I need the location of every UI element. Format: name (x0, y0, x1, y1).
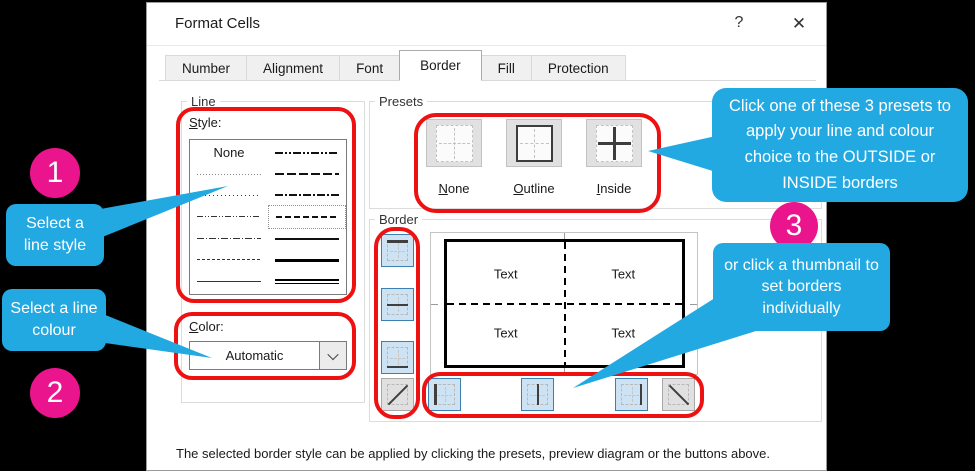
line-style-option-bold-long-dash[interactable] (268, 163, 346, 184)
preset-none-button[interactable] (426, 119, 482, 167)
line-style-option-dashed[interactable] (190, 249, 268, 270)
preset-none-label: None (438, 181, 470, 196)
line-colour-callout: Select a line colour (2, 289, 106, 351)
preview-text-bottom-left: Text (493, 325, 518, 341)
line-group-box (181, 101, 365, 403)
inner-horizontal-border-icon (387, 294, 408, 315)
diagonal-up-border-button[interactable] (381, 378, 414, 411)
tab-fill[interactable]: Fill (480, 55, 532, 81)
color-label: Color: (189, 319, 224, 334)
inner-horizontal-border-button[interactable] (381, 288, 414, 321)
inner-vertical-border-icon (527, 384, 548, 405)
line-style-option-bold-dash-dot-dot[interactable] (268, 142, 346, 163)
preset-inside-label: Inside (596, 181, 632, 196)
inner-vertical-border-button[interactable] (521, 378, 554, 411)
presets-group-label: Presets (375, 94, 428, 109)
color-dropdown[interactable]: Automatic (189, 341, 347, 370)
diagonal-up-border-icon (387, 384, 408, 405)
line-style-option-dotted[interactable] (190, 185, 268, 206)
preview-text-top-left: Text (493, 266, 518, 282)
preset-inside-icon (595, 124, 633, 162)
preset-outline-button[interactable] (506, 119, 562, 167)
style-column-right (268, 142, 346, 292)
right-border-icon (621, 384, 642, 405)
line-style-option-medium-dashed-selected[interactable] (268, 205, 346, 229)
tab-alignment[interactable]: Alignment (246, 55, 341, 81)
preview-text-top-right: Text (611, 266, 636, 282)
right-border-button[interactable] (615, 378, 648, 411)
tab-number[interactable]: Number (165, 55, 248, 81)
preview-tick-left (431, 303, 438, 305)
line-group-label: Line (187, 94, 220, 109)
preset-inside-button[interactable] (586, 119, 642, 167)
preview-cell-box[interactable]: Text Text Text Text (444, 239, 685, 368)
border-group-label: Border (375, 212, 423, 227)
line-style-option-none[interactable]: None (213, 145, 245, 161)
left-border-icon (434, 384, 455, 405)
help-icon[interactable]: ? (734, 14, 744, 31)
preview-inner-horizontal-line (447, 302, 682, 305)
step-2-badge: 2 (30, 368, 80, 418)
tab-font[interactable]: Font (339, 55, 401, 81)
tab-strip: Number Alignment Font Border Fill Protec… (165, 50, 626, 81)
dialog-title: Format Cells (175, 15, 261, 32)
line-style-option-dash-dot-dot[interactable] (190, 206, 268, 227)
tab-border[interactable]: Border (399, 50, 482, 81)
preview-tick-top (564, 233, 565, 239)
dropdown-arrow-button[interactable] (319, 342, 346, 369)
line-style-listbox[interactable]: None (189, 139, 347, 295)
preset-outline-icon (515, 124, 553, 162)
line-style-option-solid-thick[interactable] (268, 250, 346, 271)
presets-callout: Click one of these 3 presets to apply yo… (712, 88, 968, 202)
top-border-button[interactable] (381, 234, 414, 267)
line-style-option-solid-medium[interactable] (268, 229, 346, 250)
bottom-border-button[interactable] (381, 341, 414, 374)
close-icon[interactable]: ✕ (791, 14, 807, 33)
format-cells-dialog: Format Cells ? ✕ Number Alignment Font B… (146, 2, 827, 471)
titlebar-divider (147, 45, 826, 46)
style-column-left: None (190, 142, 268, 292)
footer-hint-text: The selected border style can be applied… (176, 446, 771, 461)
preview-tick-bottom (564, 368, 565, 374)
tab-protection[interactable]: Protection (530, 55, 626, 81)
line-style-option-double[interactable] (268, 271, 346, 292)
step-1-badge: 1 (30, 148, 80, 198)
preset-outline-label: Outline (513, 181, 555, 196)
top-border-icon (387, 240, 408, 261)
border-preview-area[interactable]: Text Text Text Text (430, 232, 698, 375)
color-dropdown-value: Automatic (225, 348, 284, 363)
line-style-option-bold-dash-dot[interactable] (268, 184, 346, 205)
chevron-down-icon (327, 348, 339, 360)
line-style-callout: Select a line style (6, 204, 104, 266)
preview-text-bottom-right: Text (611, 325, 636, 341)
step-3-badge: 3 (770, 202, 818, 250)
line-style-option-solid-thin[interactable] (190, 271, 268, 292)
diagonal-down-border-button[interactable] (662, 378, 695, 411)
bottom-border-icon (387, 347, 408, 368)
line-style-option-dash-dot[interactable] (190, 228, 268, 249)
thumbnail-callout: or click a thumbnail to set borders indi… (713, 243, 890, 331)
preset-none-icon (435, 124, 473, 162)
style-label: Style: (189, 115, 222, 130)
line-style-option-fine-dotted[interactable] (190, 163, 268, 184)
preview-tick-right (690, 303, 697, 305)
left-border-button[interactable] (428, 378, 461, 411)
diagonal-down-border-icon (668, 384, 689, 405)
